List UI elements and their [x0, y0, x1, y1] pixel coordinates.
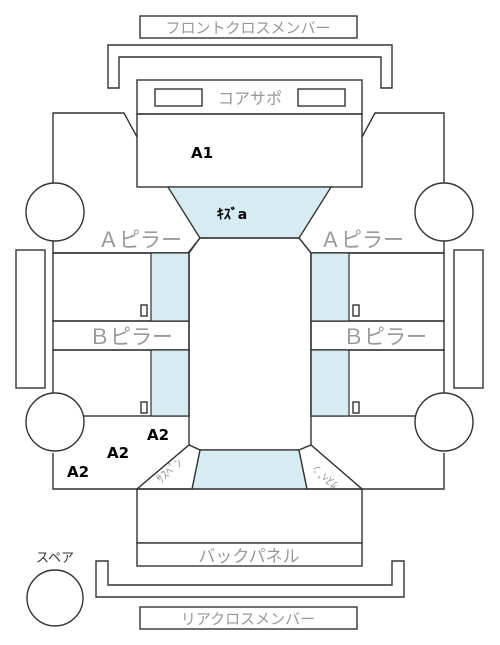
right-b-pillar-label: Ｂピラー	[343, 325, 427, 349]
left-front-fender[interactable]	[52, 112, 138, 190]
left-front-wheel[interactable]	[25, 182, 85, 242]
right-front-fender[interactable]	[361, 112, 445, 190]
rear-window[interactable]	[191, 449, 308, 490]
hood-area[interactable]	[136, 113, 363, 188]
left-rear-window[interactable]	[150, 349, 190, 417]
left-side-sill[interactable]	[15, 249, 46, 389]
trunk-lid[interactable]	[136, 488, 363, 544]
rear-cross-member-box[interactable]	[139, 606, 358, 630]
front-bumper-outline[interactable]	[107, 44, 393, 89]
right-rear-wheel[interactable]	[414, 392, 474, 452]
core-support-left-slot	[154, 88, 203, 107]
back-panel[interactable]	[136, 542, 363, 567]
rear-bumper-outline[interactable]	[95, 560, 405, 598]
front-cross-member-label: フロントクロスメンバー	[165, 19, 330, 37]
core-support-panel[interactable]	[136, 79, 363, 115]
right-front-door-handle	[352, 304, 360, 317]
left-front-door-handle	[140, 304, 148, 317]
front-cross-member-box[interactable]	[139, 15, 358, 39]
left-rear-wheel[interactable]	[25, 392, 85, 452]
right-side-sill[interactable]	[453, 249, 484, 389]
spare-label: スペア	[36, 551, 74, 566]
roof-panel[interactable]	[188, 237, 312, 451]
back-panel-label: バックパネル	[198, 547, 299, 567]
right-a-pillar-label: Ａピラー	[320, 228, 404, 252]
damage-mark-windshield[interactable]: ｷｽﾞa	[217, 206, 247, 223]
rear-cross-member-label: リアクロスメンバー	[181, 610, 315, 628]
core-support-label: コアサポ	[218, 89, 282, 108]
left-front-window[interactable]	[150, 252, 190, 322]
core-support-right-slot	[297, 88, 346, 107]
right-rear-window[interactable]	[310, 349, 350, 417]
right-front-wheel[interactable]	[414, 182, 474, 242]
left-b-pillar-label: Ｂピラー	[89, 325, 173, 349]
damage-mark-rear-center[interactable]: A2	[147, 426, 169, 444]
left-rear-door-handle	[140, 401, 148, 414]
right-rear-door-handle	[352, 401, 360, 414]
right-front-window[interactable]	[310, 252, 350, 322]
damage-mark-front[interactable]: A1	[191, 144, 213, 162]
left-a-pillar-label: Ａピラー	[98, 228, 182, 252]
spare-tire[interactable]	[26, 569, 84, 627]
damage-mark-rear-left-lower[interactable]: A2	[67, 463, 89, 481]
windshield[interactable]	[166, 186, 333, 239]
damage-mark-rear-left-upper[interactable]: A2	[107, 444, 129, 462]
